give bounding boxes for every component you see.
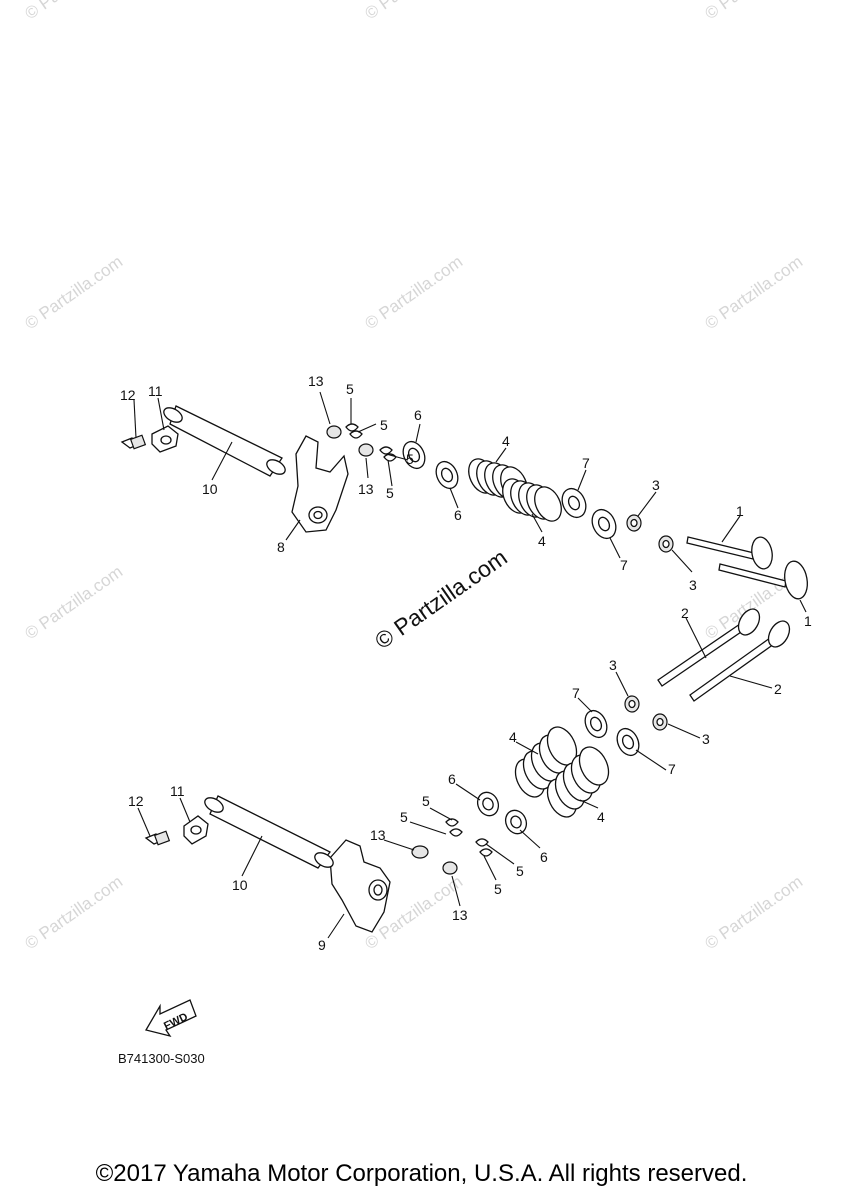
callout-6: 6 xyxy=(540,849,548,865)
callout-3: 3 xyxy=(689,577,697,593)
callout-4: 4 xyxy=(502,433,510,449)
callout-5: 5 xyxy=(494,881,502,897)
callout-4: 4 xyxy=(509,729,517,745)
watermark-text: © Partzilla.com xyxy=(701,252,806,333)
callout-5: 5 xyxy=(422,793,430,809)
callout-3: 3 xyxy=(609,657,617,673)
callout-11: 11 xyxy=(170,783,185,799)
watermark-text: © Partzilla.com xyxy=(21,562,126,643)
callout-12: 12 xyxy=(128,793,144,809)
callout-4: 4 xyxy=(538,533,546,549)
watermark-center-text: © Partzilla.com xyxy=(370,544,512,654)
callout-labels: 12 11 10 8 13 5 5 13 5 5 6 6 4 4 7 7 3 3… xyxy=(120,373,812,953)
callout-3: 3 xyxy=(702,731,710,747)
callout-3: 3 xyxy=(652,477,660,493)
intake-valve-part xyxy=(686,536,773,570)
valve-collet-part xyxy=(379,446,393,455)
valve-collet-part xyxy=(479,848,493,857)
callout-9: 9 xyxy=(318,937,326,953)
callout-1: 1 xyxy=(804,613,812,629)
diagram-code: B741300-S030 xyxy=(118,1051,205,1066)
valve-stem-seal-part xyxy=(626,514,642,532)
valve-stem-seal-part xyxy=(624,695,640,713)
spring-retainer-part xyxy=(476,791,500,817)
copyright-notice: ©2017 Yamaha Motor Corporation, U.S.A. A… xyxy=(95,1160,748,1187)
valve-collet-part xyxy=(345,423,359,432)
rocker-shaft-part xyxy=(204,795,334,869)
spring-seat-part xyxy=(561,487,587,519)
pad-part xyxy=(326,425,342,439)
callout-13: 13 xyxy=(452,907,468,923)
callout-5: 5 xyxy=(386,485,394,501)
callout-10: 10 xyxy=(232,877,248,893)
clamp-part xyxy=(151,425,179,453)
callout-6: 6 xyxy=(414,407,422,423)
rocker-shaft-part xyxy=(163,405,286,477)
callout-5: 5 xyxy=(380,417,388,433)
callout-13: 13 xyxy=(358,481,374,497)
watermark-text: © Partzilla.com xyxy=(361,0,466,23)
valve-collet-part xyxy=(349,430,363,439)
leader-lines xyxy=(133,391,807,939)
exhaust-valve-part xyxy=(689,620,791,702)
watermark-text: © Partzilla.com xyxy=(21,252,126,333)
valve-collet-part xyxy=(449,828,463,837)
callout-12: 12 xyxy=(120,387,136,403)
callout-2: 2 xyxy=(774,681,782,697)
callout-6: 6 xyxy=(448,771,456,787)
callout-11: 11 xyxy=(148,383,163,399)
spring-seat-part xyxy=(584,709,608,739)
valve-stem-seal-part xyxy=(652,713,668,731)
spring-retainer-part xyxy=(504,809,528,835)
callout-5: 5 xyxy=(406,451,414,467)
valve-spring-part xyxy=(546,746,610,818)
bolt-part xyxy=(120,434,147,450)
callout-1: 1 xyxy=(736,503,744,519)
pad-part xyxy=(411,845,429,859)
callout-7: 7 xyxy=(620,557,628,573)
callout-13: 13 xyxy=(308,373,324,389)
spring-seat-part xyxy=(591,508,617,540)
exhaust-valve-part xyxy=(657,608,761,687)
valve-collet-part xyxy=(445,818,459,827)
watermark-text: © Partzilla.com xyxy=(21,0,126,23)
watermark-text: © Partzilla.com xyxy=(361,252,466,333)
spring-seat-part xyxy=(616,727,640,757)
clamp-part xyxy=(183,815,209,845)
upper-assembly xyxy=(120,405,808,600)
rocker-arm-part xyxy=(291,435,349,533)
callout-6: 6 xyxy=(454,507,462,523)
callout-7: 7 xyxy=(572,685,580,701)
watermark-text: © Partzilla.com xyxy=(21,872,126,953)
callout-4: 4 xyxy=(597,809,605,825)
pad-part xyxy=(442,861,458,875)
callout-5: 5 xyxy=(516,863,524,879)
callout-2: 2 xyxy=(681,605,689,621)
callout-7: 7 xyxy=(582,455,590,471)
pad-part xyxy=(358,443,374,457)
watermark-text: © Partzilla.com xyxy=(701,872,806,953)
spring-retainer-part xyxy=(402,440,426,470)
callout-5: 5 xyxy=(400,809,408,825)
valve-stem-seal-part xyxy=(658,535,674,553)
fwd-arrow-icon: FWD xyxy=(145,999,197,1038)
watermark-text: © Partzilla.com xyxy=(701,0,806,23)
callout-7: 7 xyxy=(668,761,676,777)
callout-13: 13 xyxy=(370,827,386,843)
valve-spring-part xyxy=(502,478,562,522)
callout-10: 10 xyxy=(202,481,218,497)
spring-retainer-part xyxy=(435,460,459,490)
intake-valve-part xyxy=(718,560,808,600)
bolt-part xyxy=(144,830,171,846)
valve-collet-part xyxy=(475,838,489,847)
callout-8: 8 xyxy=(277,539,285,555)
rocker-arm-part xyxy=(329,839,391,933)
callout-5: 5 xyxy=(346,381,354,397)
lower-assembly xyxy=(144,608,791,933)
